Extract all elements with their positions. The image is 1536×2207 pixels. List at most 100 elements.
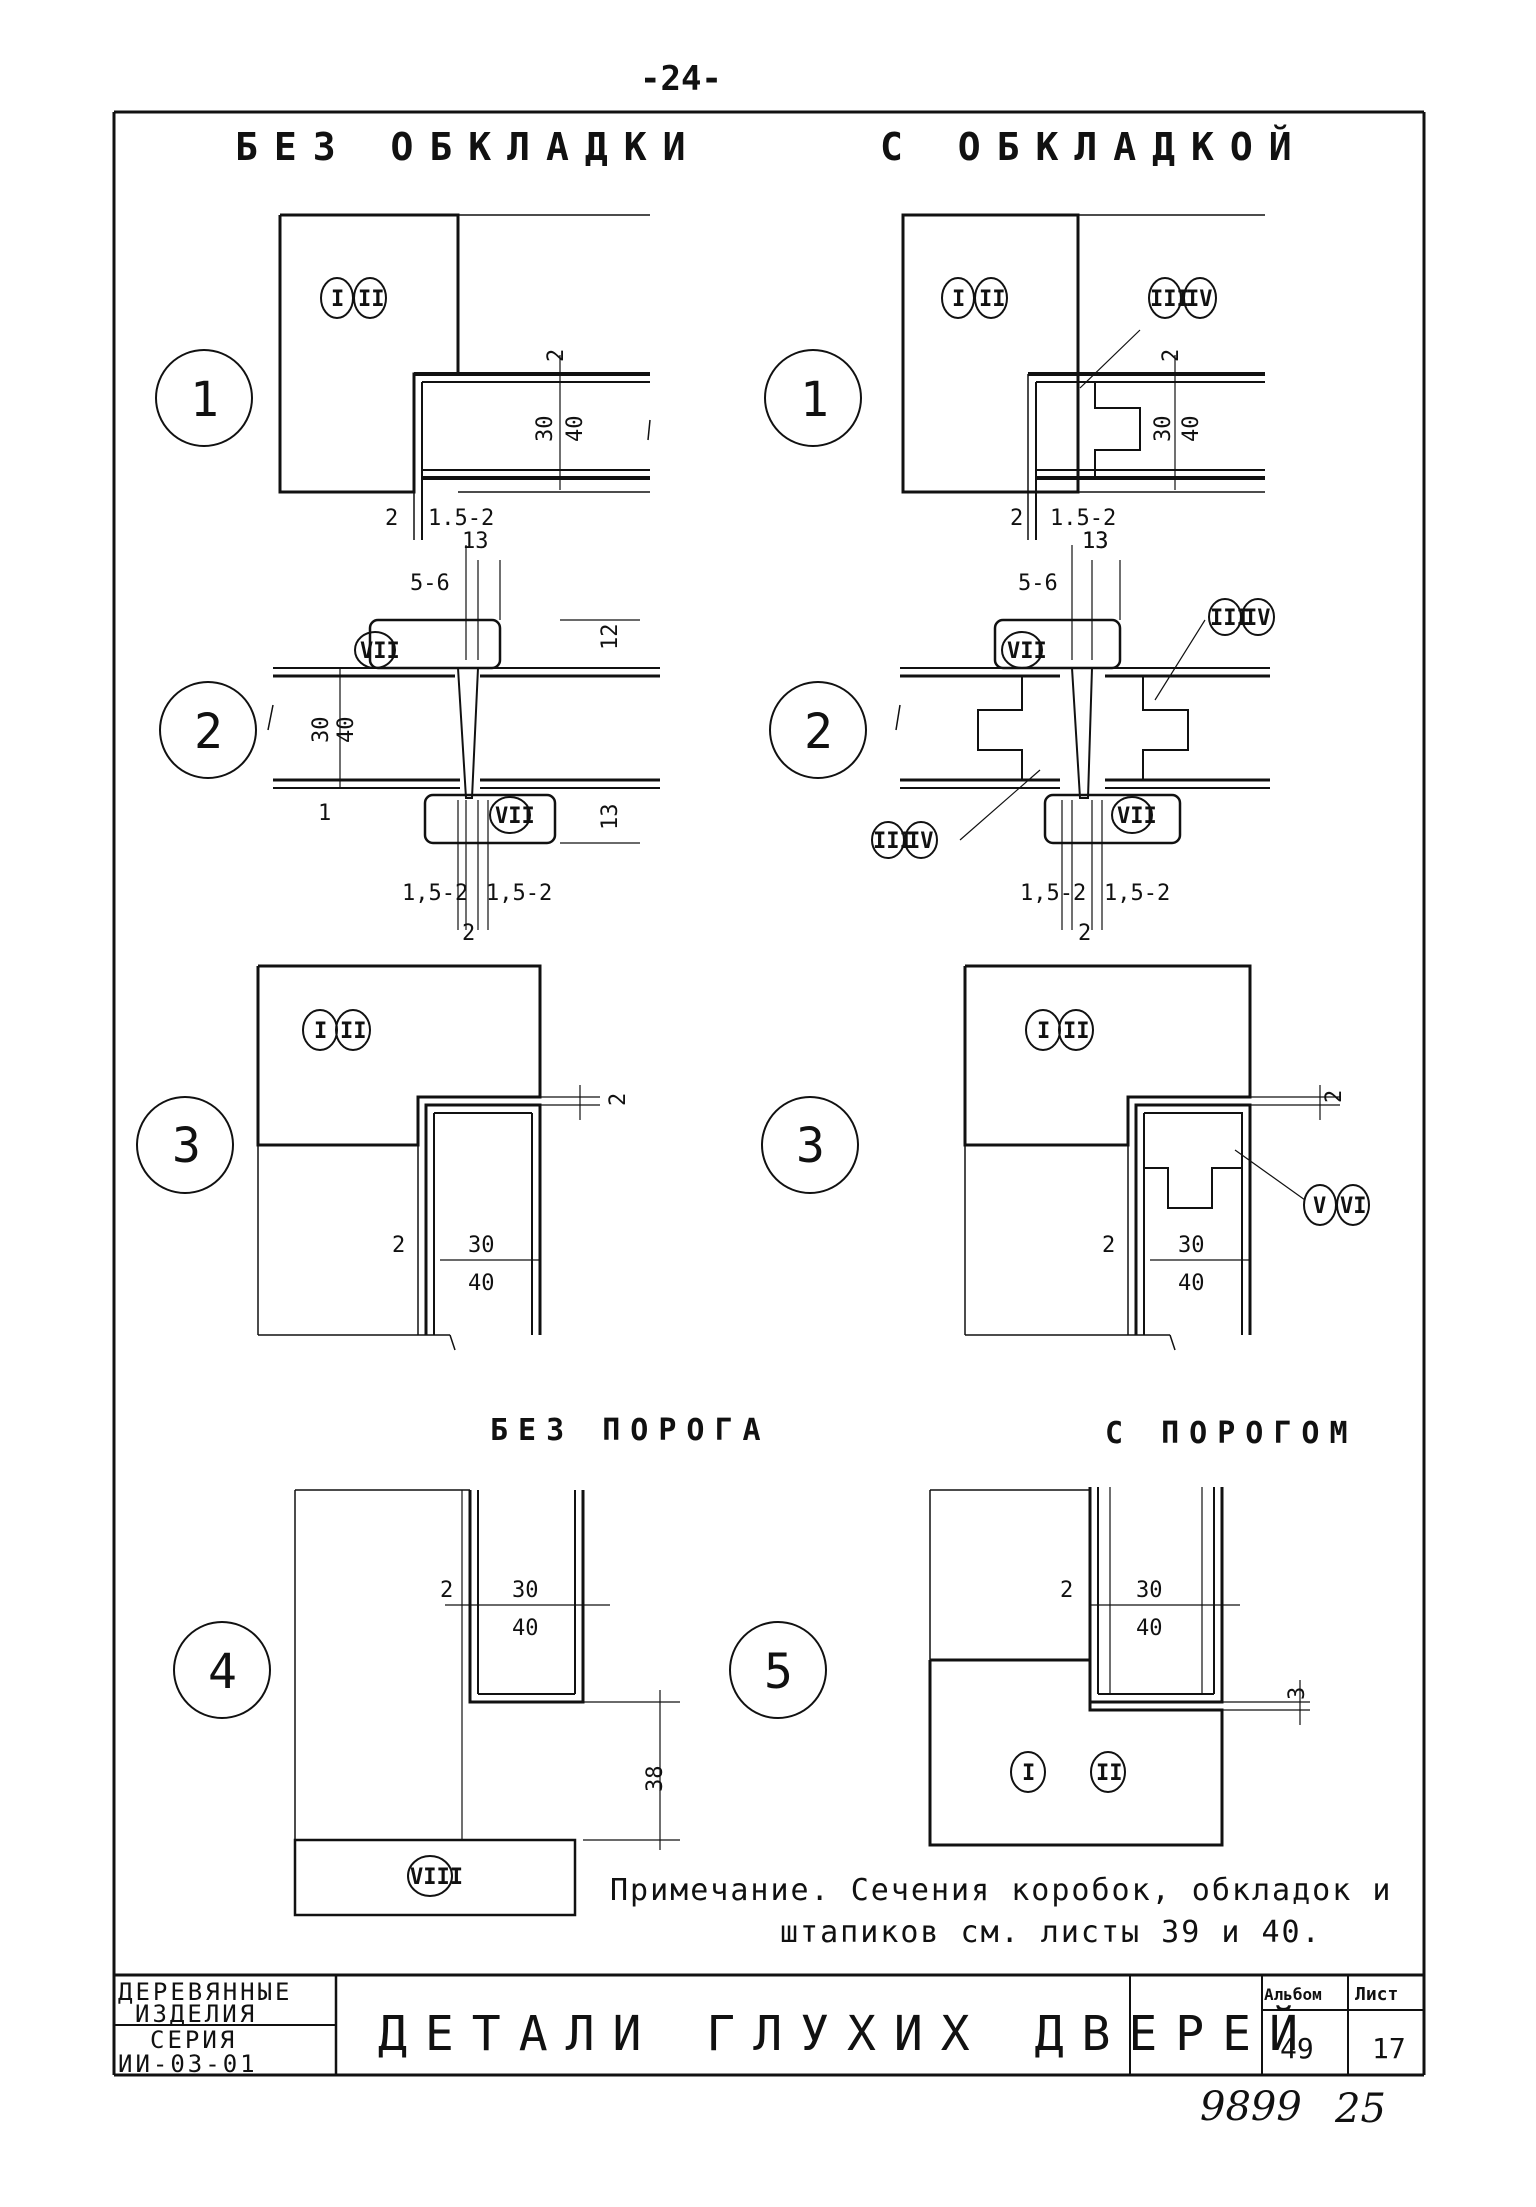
roman-mark: IV bbox=[1244, 606, 1271, 631]
stamp-title: ДЕТАЛИ ГЛУХИХ ДВЕРЕЙ bbox=[378, 2005, 1316, 2062]
roman-mark: V bbox=[1313, 1194, 1326, 1219]
roman-mark: VI bbox=[1340, 1194, 1367, 1219]
roman-mark: I bbox=[952, 287, 965, 312]
dimension-label: 30 bbox=[1136, 1578, 1163, 1603]
dimension-label: 5-6 bbox=[1018, 571, 1058, 596]
detail-number-circle bbox=[173, 1621, 271, 1719]
stamp-series-value: ИИ-03-01 bbox=[118, 2050, 258, 2078]
dimension-label: 1.5-2 bbox=[428, 506, 494, 531]
roman-mark: I bbox=[1022, 1761, 1035, 1786]
title-block bbox=[112, 1975, 1426, 2077]
roman-mark: I bbox=[314, 1019, 327, 1044]
roman-mark: II bbox=[358, 287, 385, 312]
header-with-threshold: С ПОРОГОМ bbox=[1105, 1416, 1358, 1451]
dimension-label: 13 bbox=[598, 804, 623, 831]
dimension-label: 3 bbox=[1285, 1687, 1310, 1700]
detail-number: 2 bbox=[194, 704, 223, 760]
dimension-label: 1,5-2 bbox=[402, 881, 468, 906]
dimension-label: 30 bbox=[468, 1233, 495, 1258]
detail-3-right bbox=[761, 964, 1370, 1351]
roman-mark: III bbox=[1210, 606, 1250, 631]
dimension-label: 30 bbox=[1178, 1233, 1205, 1258]
dimension-label: 40 bbox=[334, 717, 359, 744]
dimension-label: 2 bbox=[1078, 921, 1091, 946]
stamp-album-value: 49 bbox=[1280, 2032, 1314, 2065]
note-line-1: Примечание. Сечения коробок, обкладок и bbox=[610, 1873, 1392, 1908]
dimension-label: 40 bbox=[563, 416, 588, 443]
dimension-label: 40 bbox=[512, 1616, 539, 1641]
roman-mark: VIII bbox=[410, 1865, 463, 1890]
dimension-label: 30 bbox=[533, 416, 558, 443]
detail-1-right bbox=[764, 213, 1265, 540]
stamp-org-line-1: ДЕРЕВЯННЫЕ bbox=[118, 1978, 293, 2006]
roman-mark: II bbox=[340, 1019, 367, 1044]
dimension-label: 2 bbox=[385, 506, 398, 531]
detail-number: 1 bbox=[190, 372, 219, 428]
footer-page: 25 bbox=[1334, 2086, 1386, 2132]
stamp-org-line-2: ИЗДЕЛИЯ bbox=[135, 2000, 257, 2028]
roman-mark: IV bbox=[907, 829, 934, 854]
dimension-label: 2 bbox=[1322, 1090, 1347, 1103]
detail-2-right bbox=[769, 545, 1270, 930]
sheet-frame bbox=[112, 110, 1426, 1977]
dimension-label: 40 bbox=[1178, 1271, 1205, 1296]
stamp-series-label: СЕРИЯ bbox=[150, 2026, 237, 2054]
roman-mark: VII bbox=[360, 639, 400, 664]
dimension-label: 30 bbox=[512, 1578, 539, 1603]
dimension-label: 40 bbox=[1136, 1616, 1163, 1641]
roman-mark: III bbox=[1150, 287, 1190, 312]
dimension-label: 40 bbox=[468, 1271, 495, 1296]
roman-mark: IV bbox=[1186, 287, 1213, 312]
dimension-label: 2 bbox=[606, 1093, 631, 1106]
detail-5 bbox=[729, 1487, 1310, 1847]
dimension-label: 1,5-2 bbox=[1104, 881, 1170, 906]
dimension-label: 1 bbox=[318, 801, 331, 826]
dimension-label: 2 bbox=[1060, 1578, 1073, 1603]
dimension-label: 5-6 bbox=[410, 571, 450, 596]
header-with-casing: С ОБКЛАДКОЙ bbox=[880, 125, 1308, 169]
roman-mark: II bbox=[1063, 1019, 1090, 1044]
detail-number: 5 bbox=[764, 1644, 793, 1700]
detail-number-circle bbox=[761, 1096, 859, 1194]
dimension-label: 2 bbox=[1159, 349, 1184, 362]
detail-3-left bbox=[136, 964, 600, 1351]
stamp-album-label: Альбом bbox=[1264, 1985, 1322, 2004]
detail-number: 3 bbox=[796, 1118, 825, 1174]
roman-mark: VII bbox=[1117, 804, 1157, 829]
page-top-number: -24- bbox=[640, 59, 722, 99]
header-without-threshold: БЕЗ ПОРОГА bbox=[490, 1413, 771, 1448]
dimension-label: 1,5-2 bbox=[1020, 881, 1086, 906]
dimension-label: 12 bbox=[598, 624, 623, 651]
roman-mark: II bbox=[979, 287, 1006, 312]
detail-number-circle bbox=[155, 349, 253, 447]
dimension-label: 1,5-2 bbox=[486, 881, 552, 906]
footer-code: 9899 bbox=[1200, 2084, 1302, 2130]
dimension-label: 2 bbox=[1010, 506, 1023, 531]
detail-2-left bbox=[159, 545, 660, 930]
dimension-label: 13 bbox=[1082, 529, 1109, 554]
header-without-casing: БЕЗ ОБКЛАДКИ bbox=[235, 125, 702, 169]
detail-number-circle bbox=[729, 1621, 827, 1719]
dimension-label: 38 bbox=[643, 1766, 668, 1793]
stamp-sheet-value: 17 bbox=[1372, 2032, 1406, 2065]
roman-mark: VII bbox=[1007, 639, 1047, 664]
dimension-label: 2 bbox=[462, 921, 475, 946]
detail-number-circle bbox=[136, 1096, 234, 1194]
detail-number-circle bbox=[769, 681, 867, 779]
dimension-label: 1.5-2 bbox=[1050, 506, 1116, 531]
dimension-label: 30 bbox=[309, 717, 334, 744]
dimension-label: 2 bbox=[440, 1578, 453, 1603]
note-line-2: штапиков см. листы 39 и 40. bbox=[780, 1915, 1322, 1950]
dimension-label: 30 bbox=[1151, 416, 1176, 443]
dimension-label: 2 bbox=[392, 1233, 405, 1258]
roman-mark: I bbox=[1037, 1019, 1050, 1044]
roman-mark: VII bbox=[495, 804, 535, 829]
detail-4 bbox=[173, 1489, 680, 1917]
detail-number: 2 bbox=[804, 704, 833, 760]
dimension-label: 13 bbox=[1082, 529, 1109, 554]
detail-1-left bbox=[155, 213, 651, 540]
detail-number-circle bbox=[159, 681, 257, 779]
dimension-label: 40 bbox=[1179, 416, 1204, 443]
roman-mark: I bbox=[331, 287, 344, 312]
